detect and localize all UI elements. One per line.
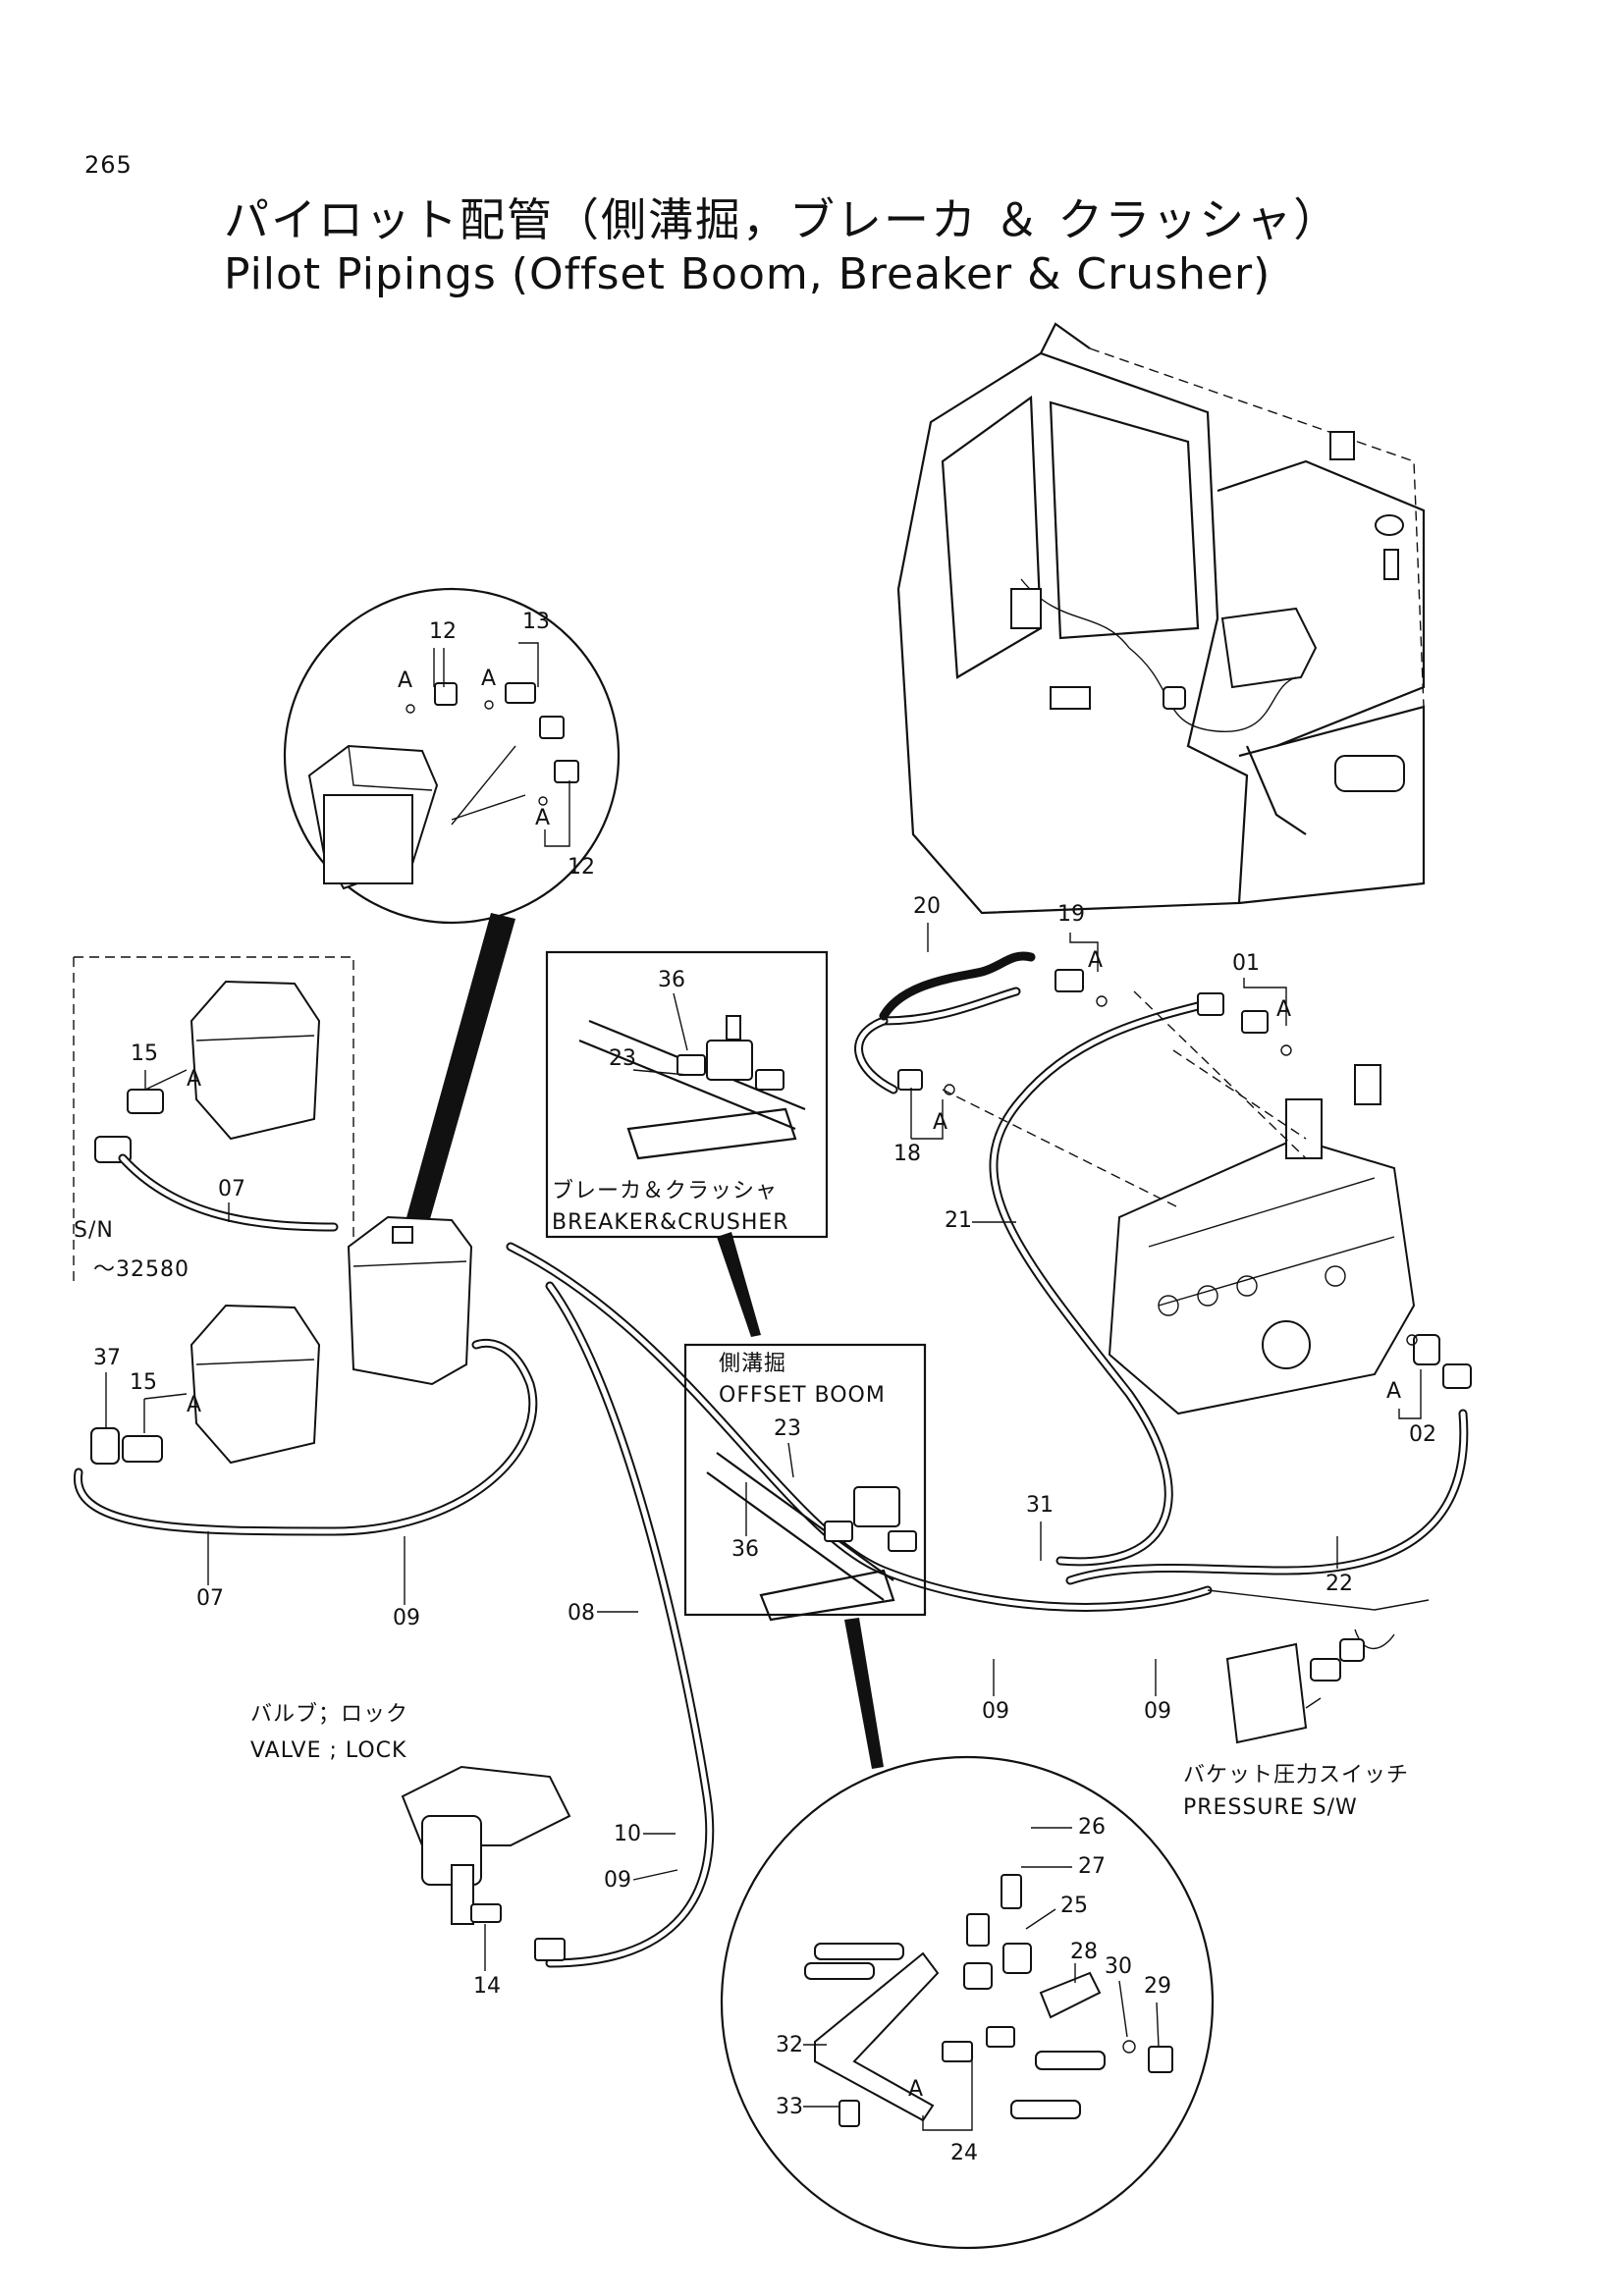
part-label-12-lower: 12	[568, 855, 595, 880]
ref-mark-a: A	[933, 1110, 947, 1135]
part-label-20: 20	[913, 894, 941, 919]
part-label-08: 08	[568, 1601, 595, 1626]
part-label-19: 19	[1057, 902, 1085, 927]
valve-lock-callout-ja: バルブ；ロック	[250, 1702, 408, 1727]
part-label-24: 24	[950, 2141, 978, 2165]
ref-mark-a: A	[1088, 948, 1103, 973]
pilot-valve-left	[347, 1215, 473, 1386]
part-label-37: 37	[93, 1346, 121, 1370]
pressure-switch-illustration: バケット圧力スイッチ PRESSURE S/W	[1183, 1638, 1409, 1820]
part-label-31: 31	[1026, 1493, 1054, 1518]
part-label-13: 13	[522, 610, 550, 634]
ref-mark-a: A	[1386, 1379, 1401, 1404]
ref-mark-a: A	[187, 1393, 201, 1417]
part-label-07-main: 07	[196, 1586, 224, 1611]
offset-callout-ja: 側溝掘	[719, 1352, 786, 1376]
detail-circle-offset-boom-fittings: 26 27 25 28 30 29 32 33 A 24	[720, 1755, 1215, 2250]
part-label-09-left: 09	[393, 1606, 420, 1630]
part-label-28: 28	[1070, 1940, 1098, 1964]
part-label-22: 22	[1325, 1572, 1353, 1596]
breaker-crusher-inset: 36 23 ブレーカ＆クラッシャ BREAKER&CRUSHER	[545, 950, 829, 1337]
part-label-10: 10	[614, 1822, 641, 1846]
ref-mark-a: A	[187, 1067, 201, 1092]
part-label-12-upper: 12	[429, 619, 457, 644]
pressure-switch-callout-ja: バケット圧力スイッチ	[1183, 1763, 1409, 1788]
part-label-36-offset: 36	[731, 1537, 759, 1562]
ref-mark-a: A	[535, 806, 550, 830]
part-label-09-right: 09	[1144, 1699, 1171, 1724]
part-label-21: 21	[945, 1208, 972, 1233]
part-label-26: 26	[1078, 1815, 1106, 1840]
ref-mark-a: A	[908, 2077, 923, 2102]
part-label-15-main: 15	[130, 1370, 157, 1395]
breaker-callout-en: BREAKER&CRUSHER	[552, 1210, 789, 1235]
part-label-29: 29	[1144, 1974, 1171, 1999]
pilot-valve-lower-left	[90, 1304, 321, 1465]
fittings-top-right	[879, 951, 1472, 1389]
part-label-15-inset: 15	[131, 1041, 158, 1066]
part-label-09-center: 09	[982, 1699, 1009, 1724]
ref-mark-a: A	[398, 668, 412, 693]
part-label-09-lower: 09	[604, 1868, 631, 1893]
part-label-23-offset: 23	[774, 1416, 801, 1441]
ref-mark-a: A	[481, 667, 496, 691]
part-label-01: 01	[1232, 951, 1260, 976]
part-label-36-breaker: 36	[658, 968, 685, 992]
title-english: Pilot Pipings (Offset Boom, Breaker & Cr…	[224, 249, 1271, 299]
breaker-callout-ja: ブレーカ＆クラッシャ	[552, 1179, 778, 1203]
part-label-30: 30	[1105, 1954, 1132, 1979]
part-label-14: 14	[473, 1974, 501, 1999]
part-label-32: 32	[776, 2033, 803, 2057]
part-label-33: 33	[776, 2095, 803, 2119]
pressure-switch-callout-en: PRESSURE S/W	[1183, 1795, 1358, 1820]
part-label-23-breaker: 23	[609, 1046, 636, 1071]
title-japanese: パイロット配管（側溝掘，ブレーカ ＆ クラッシャ）	[224, 193, 1341, 246]
part-label-18: 18	[893, 1142, 921, 1166]
excavator-cab-illustration	[896, 322, 1426, 915]
part-label-27: 27	[1078, 1854, 1106, 1879]
part-label-25: 25	[1060, 1894, 1088, 1918]
control-valve-assembly	[942, 990, 1416, 1415]
offset-boom-inset: 側溝掘 OFFSET BOOM 23 36	[683, 1343, 927, 1769]
part-label-02: 02	[1409, 1422, 1436, 1447]
page-number: 265	[84, 151, 133, 179]
detail-circle-pilot-valve-fittings: 12 A 13 A A 12	[283, 587, 621, 1247]
sn-range: ～32580	[93, 1257, 189, 1282]
sn-label: S/N	[74, 1218, 114, 1243]
valve-lock-illustration: バルブ；ロック VALVE ; LOCK	[250, 1702, 571, 1961]
valve-lock-callout-en: VALVE ; LOCK	[250, 1738, 406, 1763]
offset-callout-en: OFFSET BOOM	[719, 1383, 886, 1408]
part-label-07-inset: 07	[218, 1177, 245, 1201]
main-part-labels: 20 19 A 01 A 18 A 21 A 02 22 31 09 09 37…	[93, 894, 1436, 1999]
serial-number-inset: 15 A 07 S/N ～32580	[73, 956, 354, 1286]
ref-mark-a: A	[1276, 997, 1291, 1022]
